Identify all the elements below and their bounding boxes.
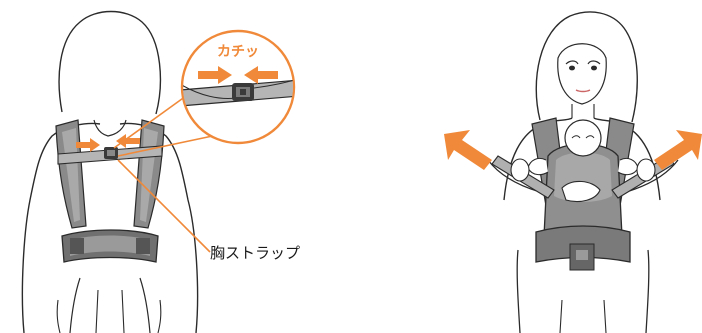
detail-magnifier: カチッ — [180, 29, 296, 145]
arrow-right-icon — [198, 66, 232, 84]
chest-strap-label: 胸ストラップ — [210, 244, 300, 262]
arrow-left-icon — [244, 66, 278, 84]
arrow-upper-right-icon — [654, 130, 702, 170]
click-sound-label: カチッ — [217, 44, 259, 60]
arrow-right-icon — [76, 138, 100, 152]
back-view-figure — [21, 10, 223, 333]
arrow-upper-left-icon — [444, 130, 492, 170]
front-view-figure — [487, 11, 679, 333]
arrow-left-icon — [116, 134, 140, 148]
